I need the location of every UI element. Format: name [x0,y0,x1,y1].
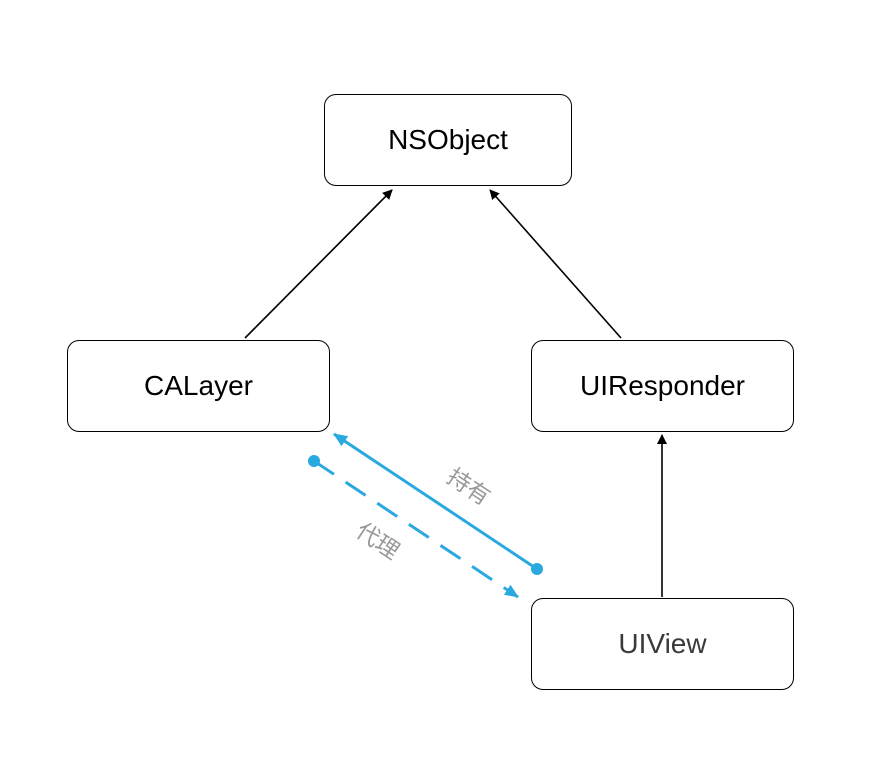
edge-delegate-label: 代理 [351,518,404,565]
node-uiresponder-label: UIResponder [580,370,745,401]
node-nsobject-label: NSObject [388,124,508,155]
edge-holds-label: 持有 [442,464,495,511]
node-uiview-label: UIView [618,628,707,659]
edge-holds [333,432,538,571]
edge-holds-start-dot [531,563,543,575]
node-uiview: UIView [531,598,794,690]
edge-delegate [313,459,519,599]
node-nsobject: NSObject [324,94,572,186]
node-uiresponder: UIResponder [531,340,794,432]
edge-calayer-to-nsobject [244,189,393,339]
edge-uiresponder-to-nsobject [489,189,622,339]
node-calayer: CALayer [67,340,330,432]
edge-delegate-start-dot [308,455,320,467]
node-calayer-label: CALayer [144,370,253,401]
